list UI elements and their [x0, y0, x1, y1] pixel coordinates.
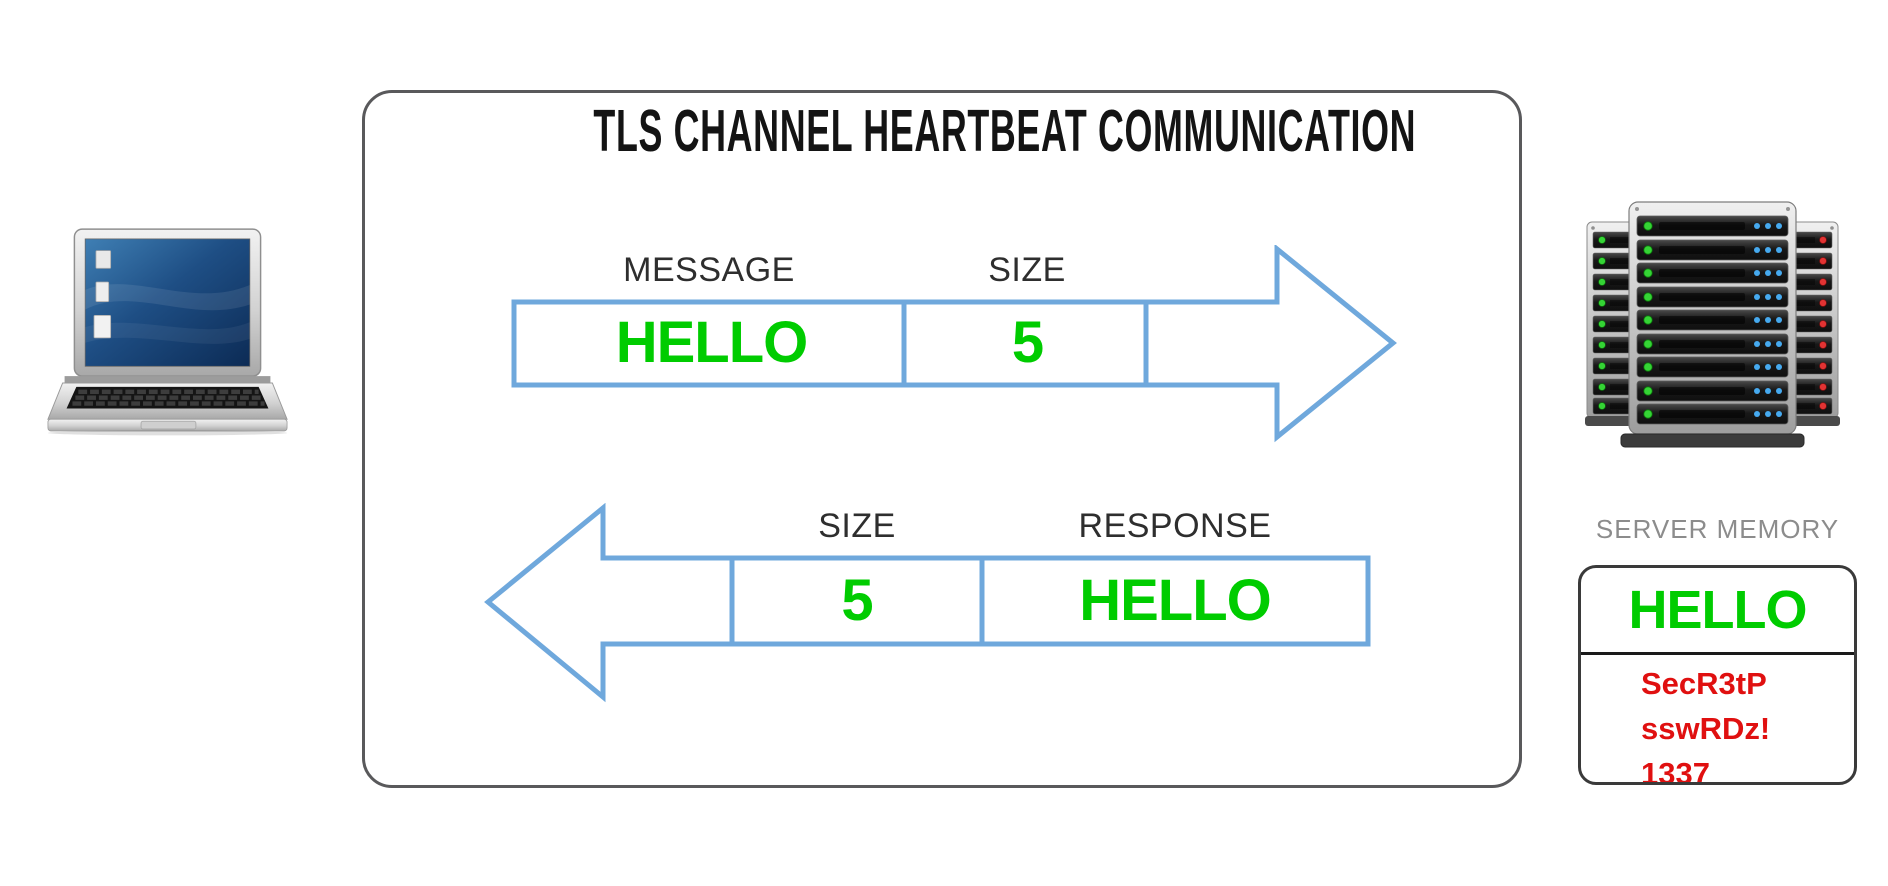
request-message-value: HELLO	[615, 310, 809, 375]
response-size-value: 5	[841, 568, 873, 633]
tls-channel-panel	[362, 90, 1522, 788]
laptop-icon	[47, 228, 288, 436]
response-size-label: SIZE	[818, 507, 896, 545]
client-laptop	[45, 228, 290, 436]
request-arrow	[511, 245, 1397, 443]
request-message-label: MESSAGE	[623, 251, 795, 289]
memory-secret-line: 1337	[1641, 756, 1710, 785]
panel-title-text: TLS CHANNEL HEARTBEAT COMMUNICATION	[593, 97, 1417, 164]
response-response-value: HELLO	[1079, 568, 1272, 633]
panel-title: TLS CHANNEL HEARTBEAT COMMUNICATION	[362, 97, 1522, 164]
server-memory-label: SERVER MEMORY	[1595, 514, 1840, 544]
memory-secret-line: sswRDz!	[1641, 711, 1771, 746]
response-response-label: RESPONSE	[1078, 507, 1272, 545]
server-host	[1585, 200, 1840, 450]
memory-secret-line: SecR3tP	[1641, 666, 1767, 701]
memory-secret-data: SecR3tP sswRDz! 1337	[1581, 655, 1854, 785]
server-rack-icon	[1585, 201, 1840, 448]
request-size-value: 5	[1011, 310, 1044, 375]
server-memory-box: HELLO SecR3tP sswRDz! 1337	[1578, 565, 1857, 785]
memory-public-value: HELLO	[1581, 568, 1854, 655]
request-size-label: SIZE	[988, 251, 1066, 289]
desktop-file-icons	[93, 250, 112, 339]
response-arrow	[484, 503, 1371, 703]
